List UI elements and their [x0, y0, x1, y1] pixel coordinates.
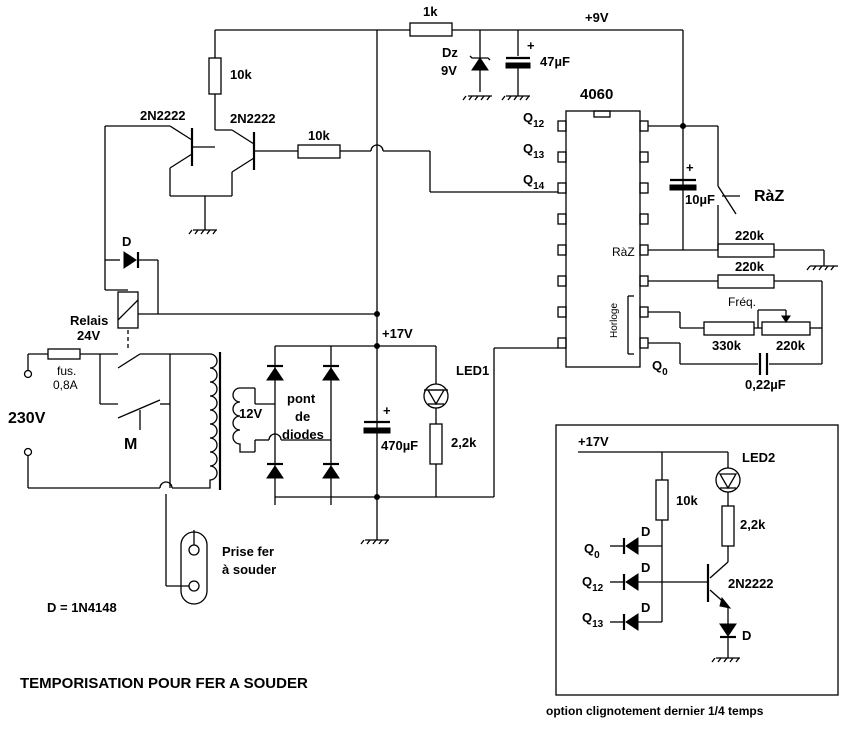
- zener-label: Dz: [442, 45, 458, 60]
- plug-label-1: Prise fer: [222, 544, 274, 559]
- freq-label: Fréq.: [728, 295, 756, 309]
- option-q13-label: Q13: [582, 610, 604, 630]
- mains-section: 230V fus. 0,8A M: [8, 348, 200, 489]
- bridge-label-3: diodes: [282, 427, 324, 442]
- option-diode-d1-label: D: [641, 524, 650, 539]
- ic-body: [565, 110, 641, 368]
- pin-raz-label: RàZ: [612, 245, 635, 259]
- option-q12-label: Q12: [582, 574, 604, 594]
- resistor-10k-top-label: 10k: [230, 67, 252, 82]
- option-resistor-10k: [655, 479, 669, 521]
- cap-10-plus: +: [686, 160, 694, 175]
- option-diode-d3-label: D: [641, 600, 650, 615]
- soldering-iron-plug: Prise fer à souder: [165, 494, 276, 605]
- mains-label: 230V: [8, 410, 46, 427]
- led1-label: LED1: [456, 363, 489, 378]
- fuse-label: fus.: [57, 364, 76, 378]
- zener-voltage-label: 9V: [441, 63, 457, 78]
- diode-d-relay: [123, 251, 137, 269]
- pin-q12: Q12: [523, 110, 545, 130]
- pot-220k-label: 220k: [776, 338, 806, 353]
- option-caption: option clignotement dernier 1/4 temps: [546, 704, 764, 718]
- resistor-2k2: [429, 423, 443, 465]
- resistor-10k-base: [297, 144, 341, 159]
- reset-and-oscillator: + 10µF RàZ 220k 220k 330k Fréq. 220k: [648, 30, 838, 392]
- relay-label: Relais: [70, 313, 108, 328]
- capacitor-470uf: [363, 427, 391, 434]
- resistor-330k-label: 330k: [712, 338, 742, 353]
- m-label: M: [124, 436, 137, 453]
- capacitor-470uf-label: 470µF: [381, 438, 418, 453]
- cap-470-plus: +: [383, 403, 391, 418]
- resistor-10k-top: [208, 57, 222, 95]
- pin-q0: Q0: [652, 358, 668, 378]
- diode-bridge: pont de diodes: [266, 345, 377, 505]
- horloge-label: Horloge: [609, 303, 620, 338]
- relay-voltage-label: 24V: [77, 328, 100, 343]
- capacitor-10uf-label: 10µF: [685, 192, 715, 207]
- resistor-1k-label: 1k: [423, 4, 438, 19]
- option-resistor-2k2: [721, 505, 735, 547]
- option-resistor-10k-label: 10k: [676, 493, 698, 508]
- supply-17v-section: +17V + 470µF LED1 2,2k: [360, 311, 558, 545]
- transformer: 12V: [200, 352, 282, 490]
- resistor-1k: [409, 22, 453, 37]
- option-box: +17V 10k LED2 2,2k 2N2222 D D Q0: [555, 424, 839, 696]
- diode-note: D = 1N4148: [47, 600, 117, 615]
- fuse-value-label: 0,8A: [53, 378, 78, 392]
- resistor-220k-osc-label: 220k: [735, 259, 765, 274]
- capacitor-47uf-label: 47µF: [540, 54, 570, 69]
- relay-coil: [117, 291, 139, 329]
- option-q0-label: Q0: [584, 541, 600, 561]
- option-resistor-2k2-label: 2,2k: [740, 517, 766, 532]
- resistor-10k-base-label: 10k: [308, 128, 330, 143]
- fuse: [47, 348, 81, 360]
- supply-9v-section: 1k +9V 10k Dz 9V + 47µF: [208, 4, 683, 118]
- bridge-label-2: de: [295, 409, 310, 424]
- capacitor-47uf: [505, 62, 531, 69]
- secondary-12v-label: 12V: [239, 406, 262, 421]
- capacitor-10uf: [669, 184, 697, 191]
- resistor-2k2-label: 2,2k: [451, 435, 477, 450]
- pin-q13: Q13: [523, 141, 545, 161]
- plug-label-2: à souder: [222, 562, 276, 577]
- pin-q14: Q14: [523, 172, 545, 192]
- resistor-220k-raz: [717, 243, 775, 258]
- raz-switch-label: RàZ: [754, 188, 784, 205]
- resistor-330k: [703, 321, 755, 336]
- option-diode-d4-label: D: [742, 628, 751, 643]
- bridge-label-1: pont: [287, 391, 316, 406]
- resistor-220k-raz-label: 220k: [735, 228, 765, 243]
- transistor-pair: 2N2222 2N2222 10k: [105, 108, 558, 235]
- vcc-9v-label: +9V: [585, 10, 609, 25]
- led2-label: LED2: [742, 450, 775, 465]
- relay-section: D Relais 24V: [70, 126, 377, 350]
- ic-label: 4060: [580, 86, 613, 103]
- capacitor-022uf-label: 0,22µF: [745, 377, 786, 392]
- transistor-1-label: 2N2222: [140, 108, 186, 123]
- vcc-17v-label: +17V: [382, 326, 413, 341]
- zener-diode-symbol: [471, 57, 489, 71]
- cap-47-plus: +: [527, 38, 535, 53]
- option-diode-d2-label: D: [641, 560, 650, 575]
- option-vcc-label: +17V: [578, 434, 609, 449]
- option-frame: [555, 424, 839, 696]
- diode-d-label: D: [122, 234, 131, 249]
- transistor-2-label: 2N2222: [230, 111, 276, 126]
- potentiometer-220k: [761, 321, 811, 336]
- ic-4060: 4060 Q12 Q13 Q14 RàZ Horloge Q0: [523, 86, 668, 378]
- option-transistor-label: 2N2222: [728, 576, 774, 591]
- resistor-220k-osc: [717, 274, 775, 289]
- schematic-title: TEMPORISATION POUR FER A SOUDER: [20, 675, 308, 692]
